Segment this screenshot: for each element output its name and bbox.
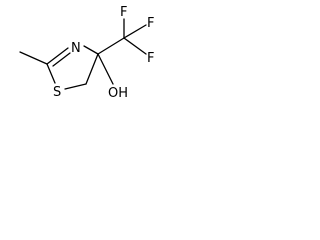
sulfur-label: S — [53, 85, 61, 100]
bond-n-c4 — [83, 45, 99, 55]
structure-diagram: N S OH F F F — [19, 5, 154, 101]
bond-methyl-c2 — [19, 51, 48, 65]
fluorine-top-label: F — [120, 5, 127, 20]
bond-c4-cf3 — [97, 37, 125, 55]
bond-cf3-f-bottom — [123, 37, 147, 55]
bond-c4-c5 — [85, 53, 99, 85]
fluorine-right-label: F — [147, 16, 154, 31]
bond-c4-oh — [97, 53, 114, 85]
bond-c2-n — [46, 47, 69, 65]
atom-label-layer: N S OH F F F — [53, 5, 154, 101]
fluorine-bottom-label: F — [147, 51, 154, 66]
hydroxyl-label: OH — [108, 86, 128, 101]
bond-cf3-f-right — [123, 24, 147, 39]
bond-layer — [19, 18, 147, 90]
bond-c5-s — [64, 83, 87, 90]
bond-s-c2 — [46, 63, 56, 84]
bond-c2-n-second — [52, 52, 71, 67]
nitrogen-label: N — [71, 41, 81, 56]
